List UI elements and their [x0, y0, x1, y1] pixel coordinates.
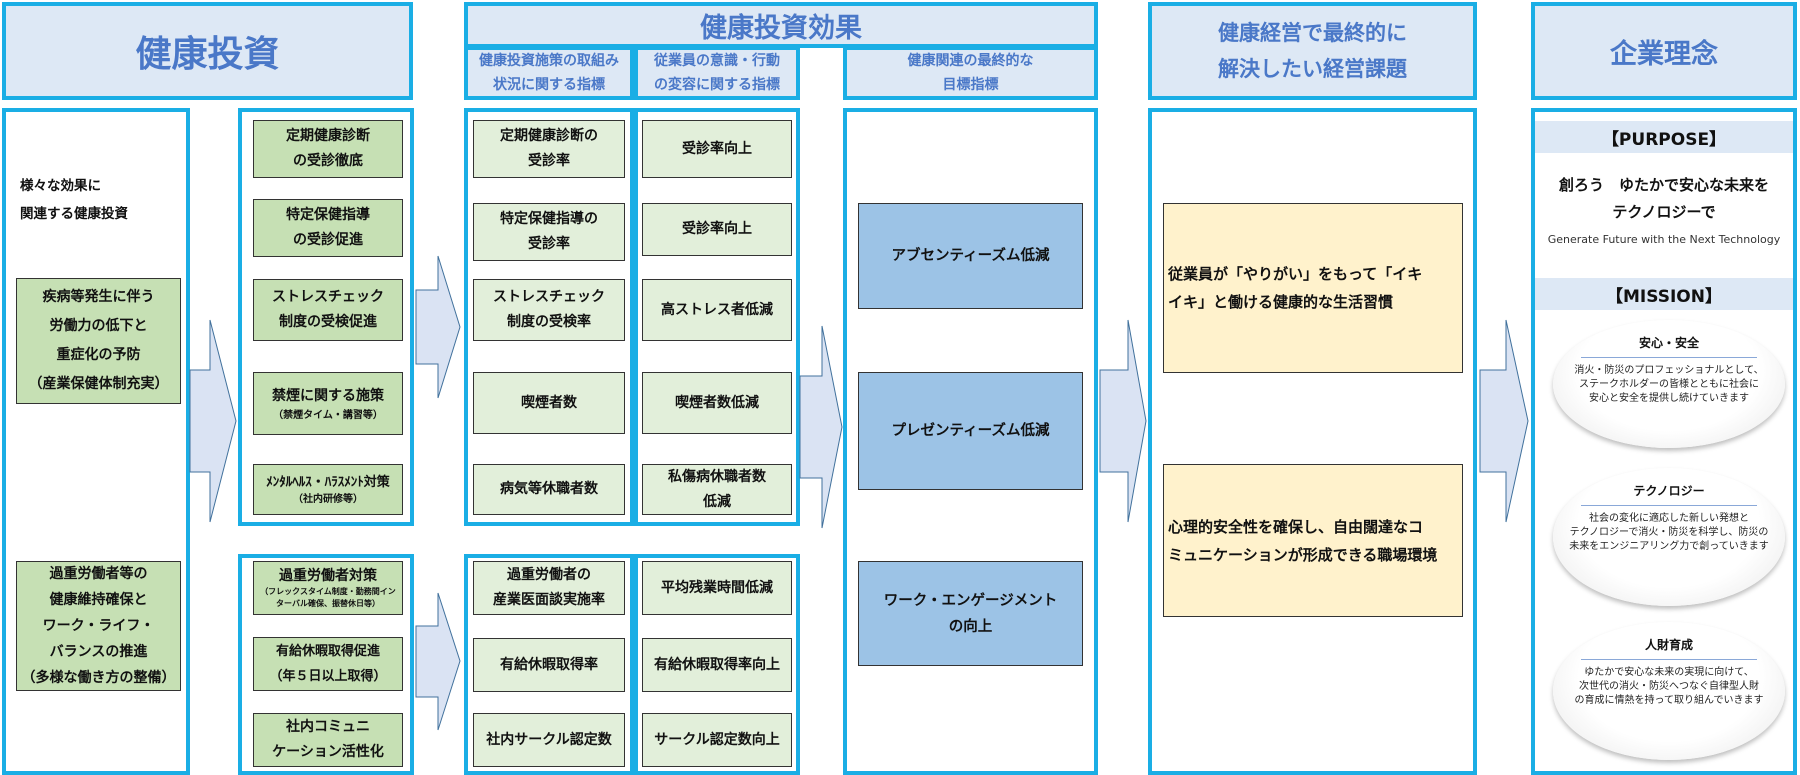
- investment-category-work-life-balance: 過重労働者等の 健康維持確保と ワーク・ライフ・ バランスの推進 （多様な働き方…: [16, 561, 181, 691]
- mission-human-resources-title: 人財育成: [1644, 638, 1693, 652]
- arrow-right-icon: [189, 319, 237, 523]
- mission-safety-title: 安心・安全: [1638, 336, 1699, 350]
- measure-communication: 社内コミュニ ケーション活性化: [253, 713, 403, 767]
- mission-technology: テクノロジー 社会の変化に適応した新しい発想と テクノロジーで消火・防災を科学し…: [1553, 468, 1785, 606]
- measure-mental-health-detail: （社内研修等）: [293, 493, 363, 505]
- measure-health-guidance: 特定保健指導 の受診促進: [253, 199, 403, 257]
- issue-psychological-safety: 心理的安全性を確保し、自由闊達なコ ミュニケーションが形成できる職場環境: [1163, 464, 1463, 617]
- measure-paid-leave: 有給休暇取得促進 （年５日以上取得）: [253, 637, 403, 691]
- measure-overwork-detail: （フレックスタイム制度・勤務間インターバル確保、振替休日等）: [260, 587, 396, 608]
- mission-safety-desc: 消火・防災のプロフェッショナルとして、 ステークホルダーの皆様とともに社会に 安…: [1574, 365, 1764, 404]
- purpose-label: 【PURPOSE】: [1535, 121, 1793, 153]
- measure-smoking-cessation-detail: （禁煙タイム・講習等）: [273, 410, 383, 421]
- behavior-guidance-increase: 受診率向上: [642, 203, 792, 256]
- mission-human-resources-divider: [1580, 659, 1758, 660]
- measure-overwork: 過重労働者対策 （フレックスタイム制度・勤務間インターバル確保、振替休日等）: [253, 561, 403, 615]
- arrow-right-icon: [1479, 319, 1529, 523]
- indicator-guidance-rate: 特定保健指導の 受診率: [473, 203, 625, 261]
- indicator-stress-check-rate: ストレスチェック 制度の受検率: [473, 279, 625, 341]
- measure-mental-health-label: ﾒﾝﾀﾙﾍﾙｽ・ﾊﾗｽﾒﾝﾄ対策: [266, 474, 390, 490]
- behavior-club-increase: サークル認定数向上: [642, 713, 792, 767]
- indicator-sick-leave: 病気等休職者数: [473, 464, 625, 515]
- mission-label: 【MISSION】: [1535, 278, 1793, 310]
- mission-technology-desc: 社会の変化に適応した新しい発想と テクノロジーで消火・防災を科学し、防災の 未来…: [1569, 513, 1769, 552]
- header-effect-sub-activity: 健康投資施策の取組み 状況に関する指標: [464, 46, 634, 100]
- target-absenteeism: アブセンティーズム低減: [858, 203, 1083, 309]
- arrow-right-icon: [415, 255, 461, 399]
- mission-human-resources: 人財育成 ゆたかで安心な未来の実現に向けて、 次世代の消火・防災へつなぐ自律型人…: [1553, 622, 1785, 760]
- measure-mental-health: ﾒﾝﾀﾙﾍﾙｽ・ﾊﾗｽﾒﾝﾄ対策 （社内研修等）: [253, 464, 403, 515]
- arrow-right-icon: [1099, 319, 1147, 523]
- header-management-issues: 健康経営で最終的に 解決したい経営課題: [1148, 2, 1477, 100]
- mission-safety-divider: [1580, 357, 1758, 358]
- mission-safety: 安心・安全 消火・防災のプロフェッショナルとして、 ステークホルダーの皆様ととも…: [1553, 320, 1785, 448]
- behavior-high-stress-reduction: 高ストレス者低減: [642, 279, 792, 341]
- header-corporate-philosophy: 企業理念: [1531, 2, 1797, 100]
- indicator-smokers: 喫煙者数: [473, 372, 625, 434]
- arrow-right-icon: [415, 592, 461, 731]
- behavior-smokers-reduction: 喫煙者数低減: [642, 372, 792, 434]
- indicator-club-count: 社内サークル認定数: [473, 713, 625, 767]
- header-effect-sub-behavior: 従業員の意識・行動 の変容に関する指標: [634, 46, 800, 100]
- arrow-right-icon: [799, 325, 843, 529]
- header-effect-sub-final: 健康関連の最終的な 目標指標: [843, 46, 1098, 100]
- measure-health-checkup: 定期健康診断 の受診徹底: [253, 120, 403, 178]
- behavior-overtime-reduction: 平均残業時間低減: [642, 561, 792, 615]
- investment-category-disease-prevention: 疾病等発生に伴う 労働力の低下と 重症化の予防 （産業保健体制充実）: [16, 278, 181, 404]
- issue-healthy-lifestyle: 従業員が「やりがい」をもって「イキ イキ」と働ける健康的な生活習慣: [1163, 203, 1463, 373]
- indicator-paid-leave-rate: 有給休暇取得率: [473, 638, 625, 692]
- measure-smoking-cessation-label: 禁煙に関する施策: [272, 388, 384, 404]
- mission-human-resources-desc: ゆたかで安心な未来の実現に向けて、 次世代の消火・防災へつなぐ自律型人財 の育成…: [1574, 667, 1764, 706]
- target-presenteeism: プレゼンティーズム低減: [858, 372, 1083, 490]
- header-effect: 健康投資効果: [464, 2, 1098, 48]
- behavior-sick-leave-reduction: 私傷病休職者数 低減: [642, 464, 792, 515]
- target-work-engagement: ワーク・エンゲージメント の向上: [858, 561, 1083, 666]
- measure-smoking-cessation: 禁煙に関する施策 （禁煙タイム・講習等）: [253, 372, 403, 435]
- indicator-doctor-interview-rate: 過重労働者の 産業医面談実施率: [473, 561, 625, 615]
- purpose-english: Generate Future with the Next Technology: [1547, 233, 1781, 246]
- purpose-text: 創ろう ゆたかで安心な未来を テクノロジーで: [1558, 176, 1769, 221]
- measure-stress-check: ストレスチェック 制度の受検促進: [253, 279, 403, 341]
- mission-technology-divider: [1580, 505, 1758, 506]
- measure-overwork-label: 過重労働者対策: [279, 568, 377, 584]
- header-investment: 健康投資: [2, 2, 413, 100]
- indicator-checkup-rate: 定期健康診断の 受診率: [473, 120, 625, 178]
- investment-note: 様々な効果に 関連する健康投資: [20, 178, 128, 222]
- behavior-checkup-increase: 受診率向上: [642, 120, 792, 178]
- behavior-paid-leave-increase: 有給休暇取得率向上: [642, 638, 792, 692]
- mission-technology-title: テクノロジー: [1633, 484, 1705, 498]
